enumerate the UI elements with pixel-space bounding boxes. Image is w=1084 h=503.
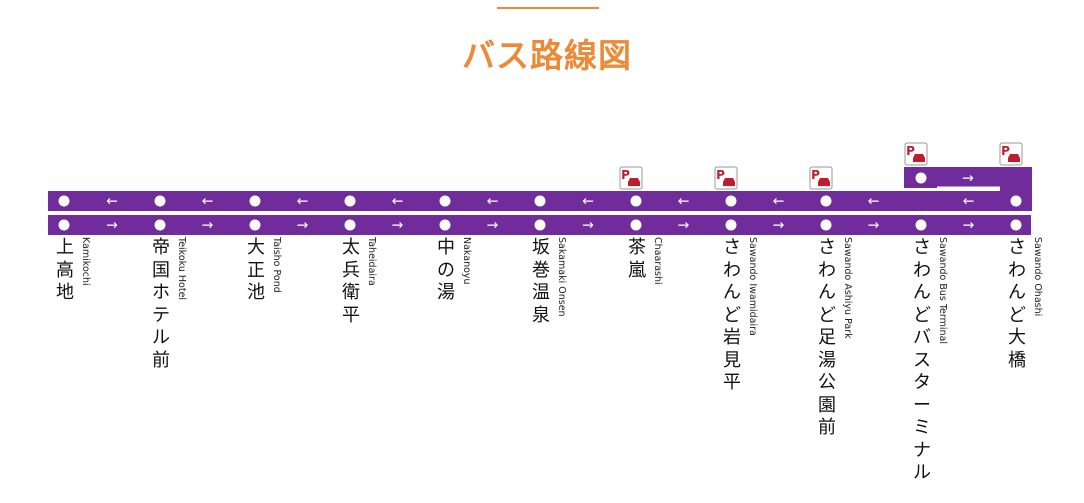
title-accent-line: [497, 7, 599, 9]
station-dot-eastbound: [534, 219, 546, 231]
station-name-jp: さわんどバスターミナル: [913, 237, 931, 483]
station: 帝国ホテル前 Teikoku Hotel: [152, 237, 212, 503]
car-shape: [913, 154, 925, 162]
station-name-en: Teikoku Hotel: [176, 237, 187, 301]
station-dot-westbound: [154, 195, 166, 207]
arrow-left-icon: ←: [202, 194, 214, 210]
arrow-right-icon: →: [106, 218, 118, 234]
station-dot-eastbound: [439, 219, 451, 231]
arrow-right-icon: →: [392, 218, 404, 234]
car-shape: [818, 178, 830, 186]
arrow-right-icon: →: [487, 218, 499, 234]
station-dot-westbound: [820, 195, 832, 207]
arrow-right-icon: →: [773, 218, 785, 234]
station-dot-westbound: [1010, 195, 1022, 207]
route-line-gap: [937, 186, 1000, 190]
station-name-en: Sawando Iwamidaira: [747, 237, 758, 336]
station: さわんど足湯公園前 Sawando Ashiyu Park: [818, 237, 878, 503]
station-dot-eastbound: [249, 219, 261, 231]
parking-letter: P: [716, 168, 725, 182]
arrow-left-icon: ←: [487, 194, 499, 210]
arrow-right-icon: →: [202, 218, 214, 234]
arrow-left-icon: ←: [963, 194, 975, 210]
station-name-en: Kamikochi: [80, 237, 91, 286]
station-name-en: Taisho Pond: [271, 237, 282, 293]
station-name-jp: 坂巻温泉: [532, 237, 550, 326]
arrow-right-icon: →: [297, 218, 309, 234]
arrow-right-icon: →: [962, 171, 974, 187]
station: 大正池 Taisho Pond: [247, 237, 307, 503]
station-dot-eastbound: [820, 219, 832, 231]
station-dot-westbound: [249, 195, 261, 207]
arrow-right-icon: →: [582, 218, 594, 234]
station-name-jp: さわんど岩見平: [723, 237, 741, 393]
station-dot-westbound: [58, 195, 70, 207]
station-name-jp: 帝国ホテル前: [152, 237, 170, 371]
arrow-left-icon: ←: [106, 194, 118, 210]
parking-car-icon: P: [714, 166, 738, 190]
station-dot-eastbound: [725, 219, 737, 231]
parking-letter: P: [1001, 144, 1010, 158]
station-dot-eastbound: [154, 219, 166, 231]
station-dot-eastbound: [344, 219, 356, 231]
station-name-en: Sawando Bus Terminal: [937, 237, 948, 344]
arrow-left-icon: ←: [582, 194, 594, 210]
page-title: バス路線図: [462, 36, 632, 75]
station-name-en: Taheidaira: [366, 237, 377, 286]
station-dot-westbound: [725, 195, 737, 207]
car-shape: [723, 178, 735, 186]
station-dot-eastbound: [1010, 219, 1022, 231]
arrow-left-icon: ←: [678, 194, 690, 210]
arrow-left-icon: ←: [773, 194, 785, 210]
station: さわんど岩見平 Sawando Iwamidaira: [723, 237, 783, 503]
station-dot-eastbound: [915, 219, 927, 231]
arrow-left-icon: ←: [392, 194, 404, 210]
station-dot-westbound: [439, 195, 451, 207]
arrow-right-icon: →: [868, 218, 880, 234]
arrow-left-icon: ←: [868, 194, 880, 210]
station-name-en: Sawando Ashiyu Park: [842, 237, 853, 339]
station-name-jp: 茶嵐: [628, 237, 646, 281]
station: 中の湯 Nakanoyu: [437, 237, 497, 503]
arrow-right-icon: →: [678, 218, 690, 234]
car-shape: [1008, 154, 1020, 162]
station-name-jp: さわんど大橋: [1008, 237, 1026, 371]
station-name-en: Sawando Ohashi: [1032, 237, 1043, 317]
arrow-right-icon: →: [963, 218, 975, 234]
parking-car-icon: P: [999, 142, 1023, 166]
parking-letter: P: [811, 168, 820, 182]
parking-letter: P: [621, 168, 630, 182]
car-shape: [628, 178, 640, 186]
parking-car-icon: P: [809, 166, 833, 190]
station-name-jp: さわんど足湯公園前: [818, 237, 836, 438]
station-dot-eastbound: [630, 219, 642, 231]
station-name-jp: 大正池: [247, 237, 265, 303]
station-dot-eastbound: [58, 219, 70, 231]
route-line-end-mask: [1031, 213, 1041, 237]
station-dot-westbound: [534, 195, 546, 207]
station-name-en: Sakamaki Onsen: [556, 237, 567, 317]
station: 上高地 Kamikochi: [56, 237, 116, 503]
station: 茶嵐 Chaarashi: [628, 237, 688, 503]
station-name-jp: 上高地: [56, 237, 74, 303]
station-name-en: Chaarashi: [652, 237, 663, 285]
station: さわんどバスターミナル Sawando Bus Terminal: [913, 237, 973, 503]
parking-letter: P: [906, 144, 915, 158]
station-dot-westbound: [344, 195, 356, 207]
station-name-jp: 中の湯: [437, 237, 455, 303]
station: 太兵衛平 Taheidaira: [342, 237, 402, 503]
station: さわんど大橋 Sawando Ohashi: [1008, 237, 1068, 503]
station: 坂巻温泉 Sakamaki Onsen: [532, 237, 592, 503]
station-dot-westbound: [915, 172, 927, 184]
station-name-jp: 太兵衛平: [342, 237, 360, 326]
parking-car-icon: P: [904, 142, 928, 166]
arrow-left-icon: ←: [297, 194, 309, 210]
station-dot-westbound: [630, 195, 642, 207]
parking-car-icon: P: [619, 166, 643, 190]
station-name-en: Nakanoyu: [461, 237, 472, 285]
